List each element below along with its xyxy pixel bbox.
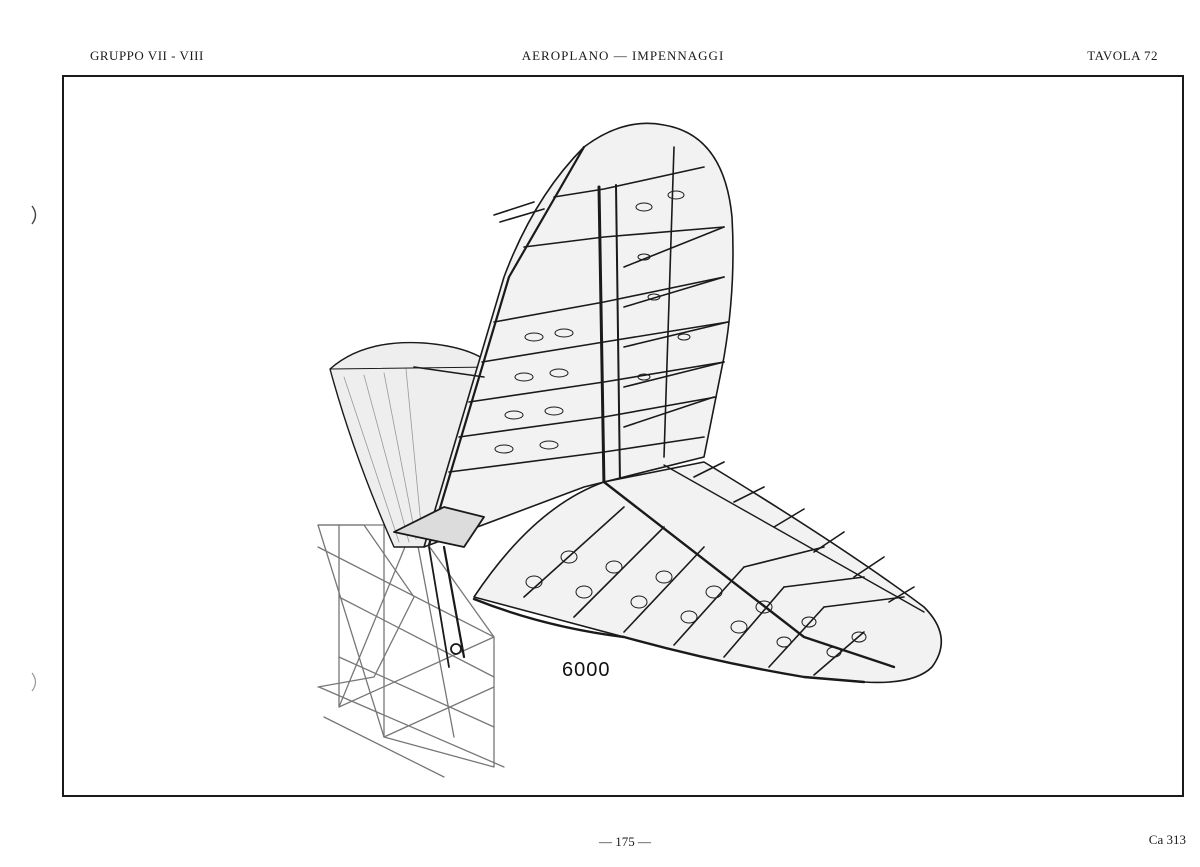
header-group: GRUPPO VII - VIII xyxy=(90,48,204,63)
binder-mark xyxy=(31,672,37,692)
vertical-fin xyxy=(413,122,734,548)
tail-structure-illustration xyxy=(317,122,943,778)
page-number: — 175 — xyxy=(599,834,651,849)
binder-mark xyxy=(31,205,37,225)
plate-frame: 6000 xyxy=(62,75,1184,797)
header-title: AEROPLANO — IMPENNAGGI xyxy=(521,48,725,63)
horizontal-stabilizer xyxy=(472,461,943,684)
root-fittings xyxy=(393,506,485,668)
header-plate-number: TAVOLA 72 xyxy=(1087,48,1158,63)
figure-label: 6000 xyxy=(562,659,611,681)
fuselage-truss xyxy=(317,524,505,778)
document-code: Ca 313 xyxy=(1148,832,1186,847)
